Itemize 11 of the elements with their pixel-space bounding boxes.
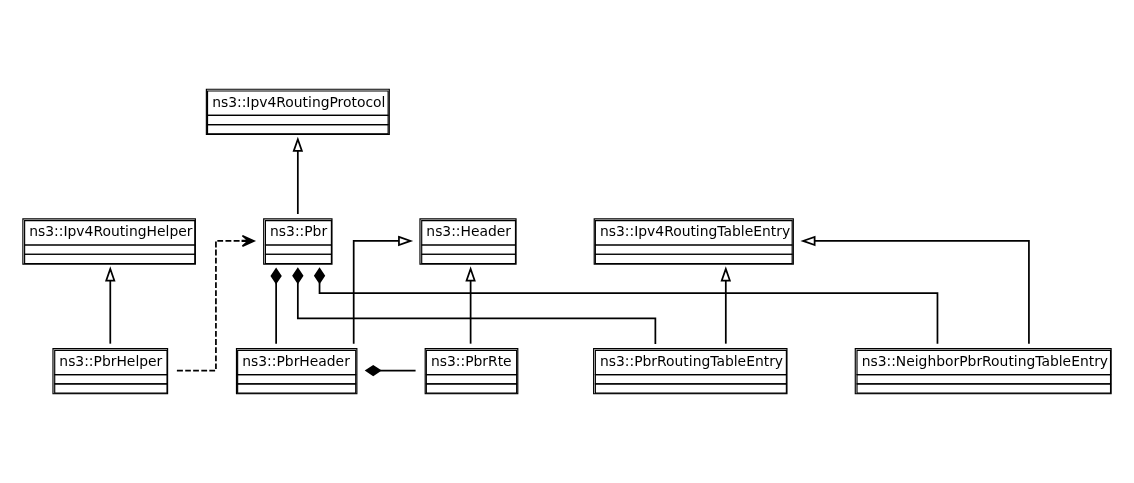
connector	[364, 364, 417, 377]
arrow	[292, 136, 304, 215]
connector	[270, 267, 282, 345]
arrow	[105, 266, 116, 345]
arrow	[465, 266, 476, 345]
arrow	[800, 235, 1030, 345]
arrow	[352, 235, 414, 345]
arrow	[176, 234, 255, 372]
connector	[292, 267, 657, 345]
arrow	[720, 266, 732, 345]
connector	[313, 267, 939, 345]
